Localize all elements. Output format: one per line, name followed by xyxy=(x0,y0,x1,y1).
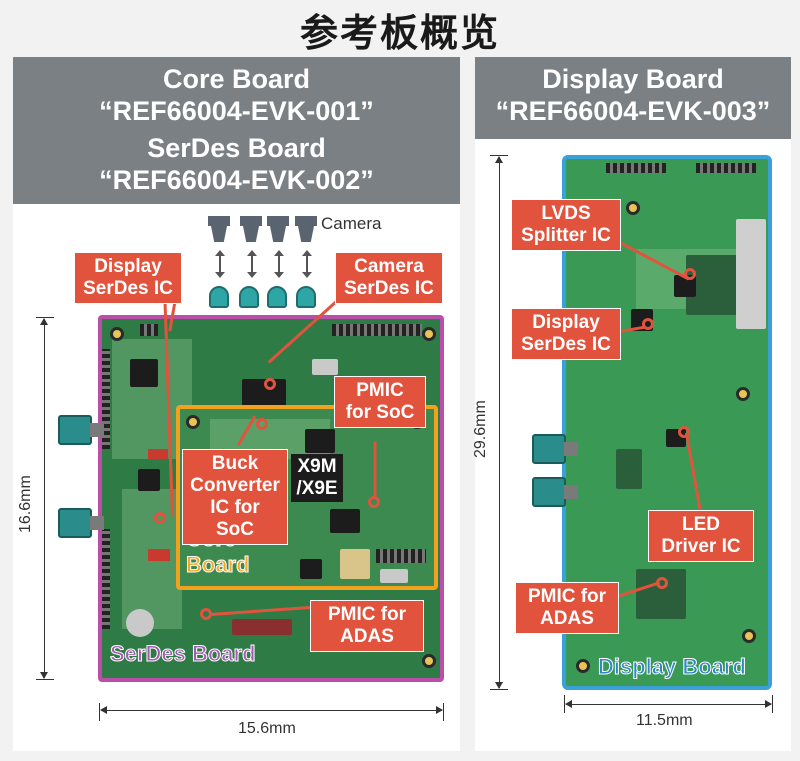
page-title: 参考板概览 xyxy=(299,11,500,55)
callout-target-dot xyxy=(200,608,212,620)
coax-connector xyxy=(239,286,259,308)
display-board-name: Display Board xyxy=(598,654,747,680)
display-serdes-ic-callout-right: Display SerDes IC xyxy=(511,308,621,360)
callout-line: Display xyxy=(94,256,162,277)
coax-connector xyxy=(209,286,229,308)
pmic-for-adas-callout-left: PMIC for ADAS xyxy=(310,600,424,652)
coax-connector xyxy=(532,477,578,507)
serdes-height-label: 16.6mm xyxy=(17,475,34,533)
display-width-label: 11.5mm xyxy=(636,712,693,729)
core-board-part-number: “REF66004-EVK-001” xyxy=(99,96,374,126)
coax-connector xyxy=(267,286,287,308)
callout-line: LVDS xyxy=(541,203,591,224)
display-serdes-ic-callout-left: Display SerDes IC xyxy=(74,252,182,304)
callout-line: Splitter IC xyxy=(521,225,611,246)
led-driver-ic-callout: LED Driver IC xyxy=(648,510,754,562)
arrow-icon xyxy=(247,250,257,278)
buck-converter-ic-callout: Buck Converter IC for SoC xyxy=(182,449,288,545)
callout-line: Display xyxy=(532,312,600,333)
camera-icon xyxy=(208,216,230,244)
core-board-title: Core Board xyxy=(162,64,311,94)
callout-line: Buck xyxy=(211,453,259,474)
coax-connector xyxy=(58,508,104,538)
core-serdes-banner: Core Board “REF66004-EVK-001” SerDes Boa… xyxy=(13,57,460,204)
callout-line: PMIC for xyxy=(327,604,407,625)
callout-line: SerDes IC xyxy=(521,334,611,355)
callout-line: PMIC xyxy=(356,380,404,401)
callout-target-dot xyxy=(256,418,268,430)
callout-line: Converter xyxy=(190,475,280,496)
display-height-label: 29.6mm xyxy=(472,400,489,458)
pmic-for-soc-callout: PMIC for SoC xyxy=(334,376,426,428)
camera-label: Camera xyxy=(321,214,382,233)
arrow-icon xyxy=(215,250,225,278)
callout-leader xyxy=(373,441,377,497)
callout-line: ADAS xyxy=(340,626,394,647)
serdes-width-label: 15.6mm xyxy=(238,720,296,737)
callout-target-dot xyxy=(264,378,276,390)
core-board-name-line-2: Board xyxy=(186,552,251,578)
callout-line: Driver IC xyxy=(661,536,741,557)
camera-icon xyxy=(240,216,262,244)
callout-line: LED xyxy=(682,514,720,535)
serdes-board-name: SerDes Board xyxy=(110,641,257,667)
serdes-board-part-number: “REF66004-EVK-002” xyxy=(99,165,374,195)
coax-connector xyxy=(296,286,316,308)
coax-connector xyxy=(58,415,104,445)
callout-target-dot xyxy=(642,318,654,330)
callout-target-dot xyxy=(684,268,696,280)
callout-line: for SoC xyxy=(345,402,415,423)
callout-line: SerDes IC xyxy=(344,278,434,299)
soc-chip-marking: X9M /X9E xyxy=(291,454,343,502)
lvds-splitter-ic-callout: LVDS Splitter IC xyxy=(511,199,621,251)
display-board-part-number: “REF66004-EVK-003” xyxy=(495,96,771,126)
coax-connector xyxy=(532,434,578,464)
pmic-for-adas-callout-right: PMIC for ADAS xyxy=(515,582,619,634)
callout-line: SerDes IC xyxy=(83,278,173,299)
chip-marking-line-2: /X9E xyxy=(296,478,338,499)
chip-marking-line-1: X9M xyxy=(297,456,337,477)
callout-target-dot xyxy=(656,577,668,589)
display-board-title: Display Board xyxy=(542,64,724,94)
callout-line: PMIC for xyxy=(527,586,607,607)
display-banner: Display Board “REF66004-EVK-003” xyxy=(475,57,791,139)
callout-target-dot xyxy=(678,426,690,438)
arrow-icon xyxy=(274,250,284,278)
serdes-board-title: SerDes Board xyxy=(147,133,326,163)
callout-target-dot xyxy=(368,496,380,508)
camera-serdes-ic-callout: Camera SerDes IC xyxy=(335,252,443,304)
arrow-icon xyxy=(302,250,312,278)
callout-target-dot xyxy=(154,512,166,524)
callout-line: ADAS xyxy=(540,608,594,629)
callout-line: Camera xyxy=(354,256,424,277)
camera-icon xyxy=(295,216,317,244)
camera-icon xyxy=(267,216,289,244)
callout-line: IC for SoC xyxy=(210,497,260,540)
